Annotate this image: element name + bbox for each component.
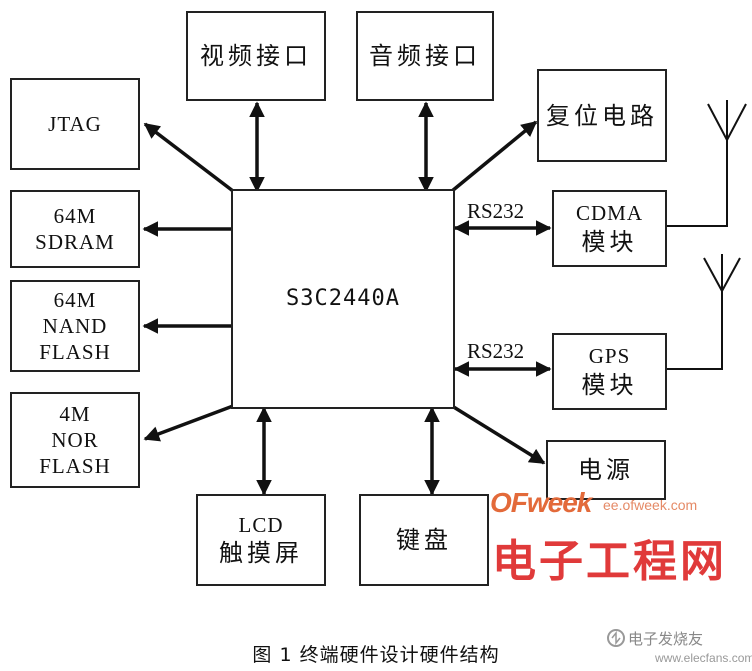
antenna-gps-feed [667,280,723,370]
touchscreen-label: 触摸屏 [219,539,303,568]
antenna-cdma-feed [667,118,728,227]
arrow-power [451,404,546,465]
arrow-nor [143,404,234,442]
figure-caption: 图 1 终端硬件设计硬件结构 [252,644,500,666]
gps-label: GPS [588,344,631,369]
nand-size: 64M [53,287,97,312]
cdma-module-label: 模块 [581,227,638,256]
site-name-watermark: 电子工程网 [492,536,727,587]
jtag-block: JTAG [10,78,140,170]
keyboard-label: 键盘 [396,526,452,554]
gps-module-label: 模块 [581,370,638,399]
arrow-reset [450,120,538,193]
nand-label: NAND [42,313,108,338]
rs232-cdma-label: RS232 [467,199,525,223]
audio-interface-block: 音频接口 [356,11,494,101]
rs232-gps-label: RS232 [467,339,525,363]
cpu-block: S3C2440A [231,189,455,409]
nand-flash-block: 64M NAND FLASH [10,280,140,372]
gps-module-block: GPS 模块 [552,333,667,410]
arrow-jtag [143,122,235,193]
elecfans-watermark: 电子发烧友 [628,630,704,648]
reset-circuit-block: 复位电路 [537,69,667,162]
sdram-block: 64M SDRAM [10,190,140,268]
reset-circuit-label: 复位电路 [546,101,658,130]
cdma-module-block: CDMA 模块 [552,190,667,267]
nor-flash-label: FLASH [39,454,111,479]
video-interface-block: 视频接口 [186,11,326,101]
nor-flash-block: 4M NOR FLASH [10,392,140,488]
elecfans-logo-icon [607,629,625,647]
sdram-label: SDRAM [35,230,115,254]
cpu-label: S3C2440A [286,286,400,312]
lcd-touchscreen-block: LCD 触摸屏 [196,494,326,586]
ofweek-url: ee.ofweek.com [603,497,698,513]
sdram-size: 64M [53,203,97,228]
audio-interface-label: 音频接口 [369,42,481,70]
elecfans-url: www.elecfans.com [655,651,752,665]
keyboard-block: 键盘 [359,494,489,586]
ofweek-logo: OFweek [490,487,592,518]
video-interface-label: 视频接口 [200,42,312,70]
cdma-label: CDMA [575,201,643,226]
lcd-label: LCD [238,512,284,537]
nor-size: 4M [59,401,91,426]
jtag-label: JTAG [48,111,102,136]
nor-label: NOR [51,427,99,452]
nand-flash-label: FLASH [39,340,111,365]
power-block: 电源 [546,440,666,500]
power-label: 电源 [578,456,634,484]
